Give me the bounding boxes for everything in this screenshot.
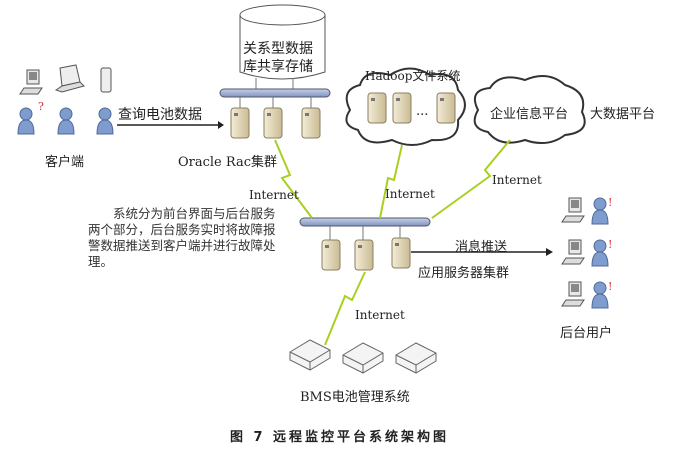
- database-cylinder: [239, 4, 326, 90]
- client-label: 客户端: [45, 155, 85, 170]
- enterprise-label: 企业信息平台: [490, 107, 569, 122]
- app-network-bus: [299, 217, 431, 227]
- db-label-line2: 库共享存储: [243, 59, 313, 75]
- backend-users: [561, 197, 609, 309]
- oracle-servers: [230, 97, 321, 139]
- query-label: 查询电池数据: [118, 107, 202, 123]
- hadoop-ellipsis: ...: [416, 104, 429, 119]
- app-servers: [321, 226, 411, 271]
- hadoop-servers: [367, 92, 456, 124]
- oracle-network-bus: [219, 88, 331, 98]
- laptop-icon: [54, 64, 85, 93]
- question-mark: ?: [38, 100, 44, 113]
- lightning-links: [274, 139, 511, 346]
- db-label-line1: 关系型数据: [243, 41, 313, 57]
- bigdata-label: 大数据平台: [590, 107, 656, 122]
- alert-mark-1: !: [608, 196, 613, 209]
- internet-label-2: Internet: [385, 187, 435, 201]
- client-devices: [17, 64, 114, 135]
- internet-label-3: Internet: [492, 173, 542, 187]
- backend-user-label: 后台用户: [560, 326, 613, 341]
- internet-label-1: Internet: [249, 188, 299, 202]
- bms-devices: [289, 339, 437, 374]
- alert-mark-2: !: [608, 238, 613, 251]
- app-server-label: 应用服务器集群: [418, 266, 510, 281]
- internet-label-4: Internet: [355, 308, 405, 322]
- enterprise-cloud: [473, 75, 586, 145]
- push-label: 消息推送: [455, 240, 508, 255]
- phone-icon: [100, 67, 112, 93]
- figure-caption: 图 7 远程监控平台系统架构图: [229, 430, 450, 445]
- alert-mark-3: !: [608, 280, 613, 293]
- oracle-label: Oracle Rac集群: [178, 155, 278, 170]
- hadoop-label: Hadoop文件系统: [365, 69, 461, 83]
- description-text: 系统分为前台界面与后台服务两个部分，后台服务实时将故障报警数据推送到客户端并进行…: [88, 206, 276, 269]
- bms-label: BMS电池管理系统: [300, 390, 410, 405]
